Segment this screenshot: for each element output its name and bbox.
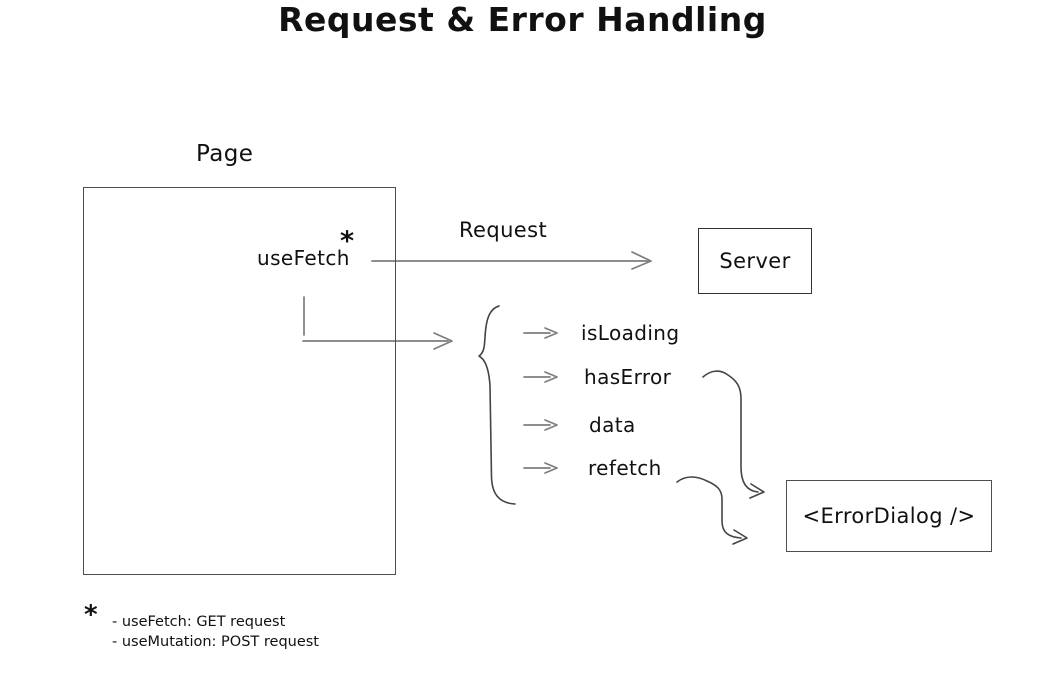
refetch-arrowhead-icon [732,529,748,545]
output-arrow-isloading [523,327,558,339]
output-arrow-data [523,419,558,431]
elbow-arrowhead-icon [433,332,453,350]
page-box-label: Page [196,141,254,167]
errordialog-label: <ErrorDialog /> [802,504,976,528]
footnote-line-usefetch: - useFetch: GET request [112,614,286,630]
output-label-data: data [589,413,636,437]
request-arrow-label: Request [459,218,548,242]
errordialog-box: <ErrorDialog /> [786,480,992,552]
usefetch-asterisk: * [340,226,355,257]
footnote-asterisk: * [84,600,98,630]
output-label-haserror: hasError [584,365,672,389]
output-arrow-haserror [523,371,558,383]
diagram-title: Request & Error Handling [278,0,767,39]
request-arrowhead-icon [631,251,652,270]
footnote: - useFetch: GET request - useMutation: P… [112,612,319,652]
output-label-refetch: refetch [588,456,662,480]
server-label: Server [719,249,791,273]
footnote-line-usemutation: - useMutation: POST request [112,634,319,650]
haserror-to-errordialog-connector [702,370,759,493]
page-box [83,187,396,575]
output-arrow-refetch [523,462,558,474]
haserror-arrowhead-icon [749,483,765,499]
server-box: Server [698,228,812,294]
usefetch-label: useFetch [257,246,350,270]
curly-brace [478,305,516,505]
refetch-to-errordialog-connector [676,476,742,539]
output-label-isloading: isLoading [581,321,680,345]
